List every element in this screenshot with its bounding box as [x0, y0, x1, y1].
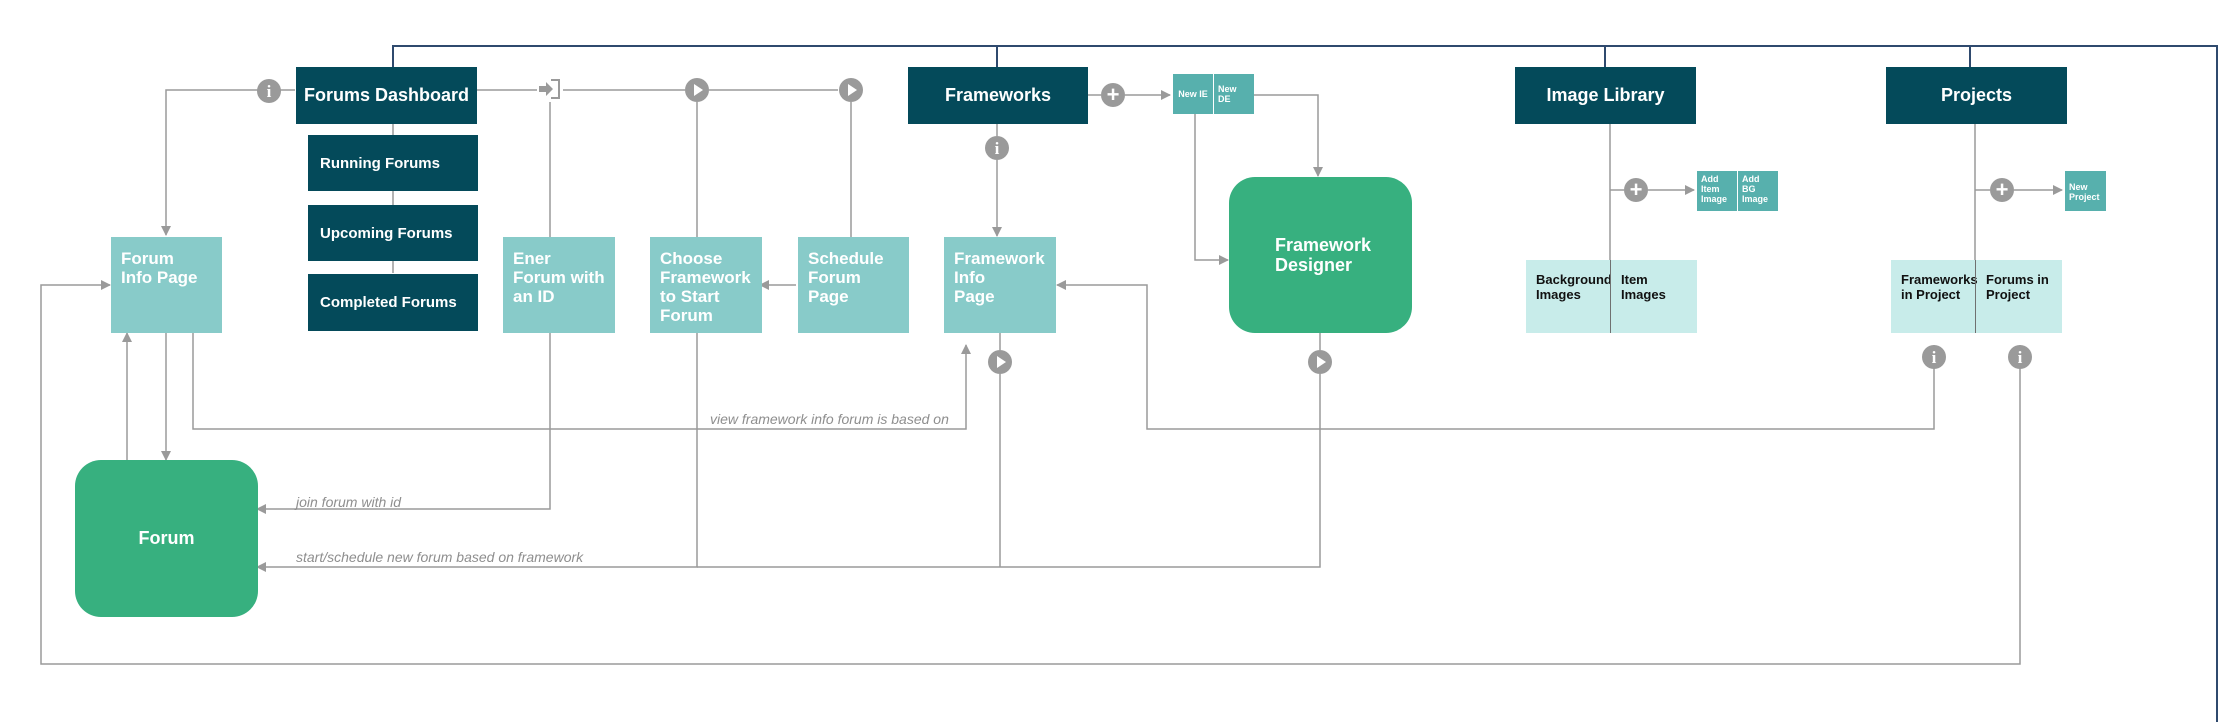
nav-image-library[interactable]: Image Library	[1515, 67, 1696, 124]
play-icon[interactable]	[839, 78, 863, 102]
item-images-tab[interactable]: Item Images	[1621, 272, 1666, 302]
plus-icon[interactable]: +	[1990, 178, 2014, 202]
forum-info-page[interactable]: Forum Info Page	[111, 237, 222, 333]
choose-framework-page[interactable]: Choose Framework to Start Forum	[650, 237, 762, 333]
info-icon[interactable]: i	[1922, 345, 1946, 369]
info-icon[interactable]: i	[985, 136, 1009, 160]
image-library-panel: Background Images Item Images	[1526, 260, 1697, 333]
edge-label-view-framework-info: view framework info forum is based on	[710, 411, 949, 427]
play-icon[interactable]	[988, 350, 1012, 374]
dashboard-item-completed-forums[interactable]: Completed Forums	[308, 274, 478, 331]
forums-in-project-tab[interactable]: Forums in Project	[1986, 272, 2049, 302]
start-forum-to-forum	[256, 333, 698, 572]
plus-icon[interactable]: +	[1101, 83, 1125, 107]
edge-label-start-schedule: start/schedule new forum based on framew…	[296, 549, 584, 565]
forum-info-to-view-framework	[192, 333, 971, 430]
edge-label-join-forum: join forum with id	[296, 494, 402, 510]
framework-designer-node[interactable]: Framework Designer	[1229, 177, 1412, 333]
designer-play-down	[697, 374, 1321, 568]
enter-id-to-forum	[256, 333, 551, 514]
nav-forums-dashboard[interactable]: Forums Dashboard	[296, 67, 477, 124]
play-icon[interactable]	[685, 78, 709, 102]
nav-projects[interactable]: Projects	[1886, 67, 2067, 124]
project-forums-to-forum-info	[40, 280, 2021, 665]
dashboard-item-running-forums[interactable]: Running Forums	[308, 135, 478, 191]
dashboard-item-upcoming-forums[interactable]: Upcoming Forums	[308, 205, 478, 261]
new-de-to-designer	[1251, 94, 1323, 177]
forum-node[interactable]: Forum	[75, 460, 258, 617]
top-nav-bus	[392, 45, 2218, 722]
panel-divider	[1975, 260, 1976, 333]
panel-divider	[1610, 260, 1611, 333]
add-bg-image-button[interactable]: Add BG Image	[1738, 171, 1778, 211]
projects-panel: Frameworks in Project Forums in Project	[1891, 260, 2062, 333]
background-images-tab[interactable]: Background Images	[1536, 272, 1612, 302]
new-project-button[interactable]: New Project	[2065, 171, 2106, 211]
add-item-image-button[interactable]: Add Item Image	[1697, 171, 1737, 211]
nav-frameworks[interactable]: Frameworks	[908, 67, 1088, 124]
play-icon[interactable]	[1308, 350, 1332, 374]
info-icon[interactable]: i	[2008, 345, 2032, 369]
new-de-button[interactable]: New DE	[1214, 74, 1254, 114]
new-ie-to-designer	[1194, 113, 1229, 265]
frameworks-in-project-tab[interactable]: Frameworks in Project	[1901, 272, 1978, 302]
framework-info-page[interactable]: Framework Info Page	[944, 237, 1056, 333]
schedule-forum-page[interactable]: Schedule Forum Page	[798, 237, 909, 333]
project-frameworks-to-framework-info	[1056, 280, 1935, 430]
dashboard-to-forum-info	[161, 89, 295, 236]
login-icon[interactable]	[537, 77, 563, 101]
plus-icon[interactable]: +	[1624, 178, 1648, 202]
new-ie-button[interactable]: New IE	[1173, 74, 1213, 114]
info-icon[interactable]: i	[257, 79, 281, 103]
enter-forum-id-page[interactable]: Ener Forum with an ID	[503, 237, 615, 333]
